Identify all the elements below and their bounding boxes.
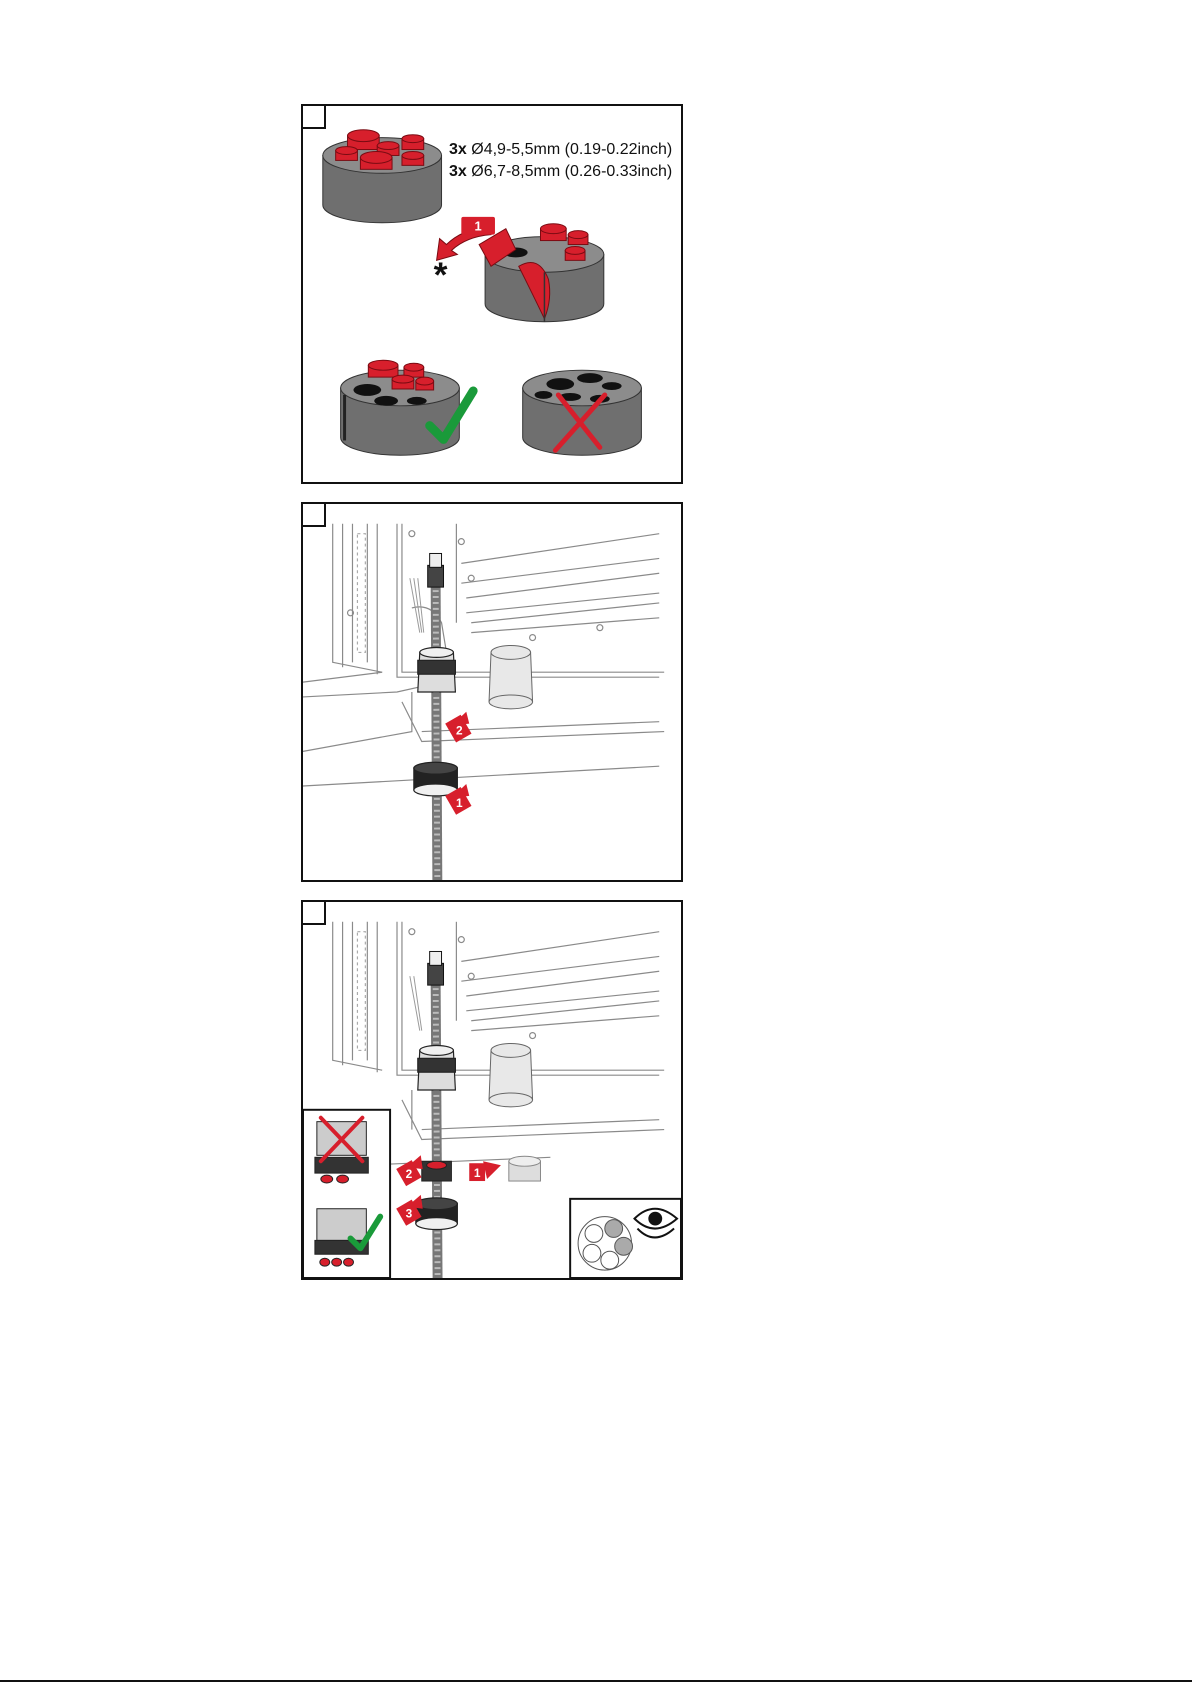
arrow-step-1: 1 [469,1161,501,1181]
spec-line-small: 3x Ø4,9-5,5mm (0.19-0.22inch) [449,140,672,160]
arrow-step-2: 2 [396,1155,423,1186]
svg-text:3: 3 [406,1207,413,1221]
step-panel-seal-insert: 3x Ø4,9-5,5mm (0.19-0.22inch) 3x Ø6,7-8,… [301,104,683,484]
page-bottom-rule [0,1680,1192,1682]
seal-cut-open [479,224,604,322]
cable-insert-illustration: 2 1 [303,504,681,880]
network-cable [428,553,444,880]
svg-text:1: 1 [456,796,463,810]
arrow-step-2: 2 [445,712,471,743]
seal-wrong [523,370,642,455]
step-panel-assemble-gland: 1 2 3 [301,900,683,1280]
step-number-box [302,503,326,527]
step-number-box [302,901,326,925]
svg-text:2: 2 [456,724,463,738]
svg-text:2: 2 [406,1167,413,1181]
step-panel-insert-cable: 2 1 [301,502,683,882]
spec-line-large: 3x Ø6,7-8,5mm (0.26-0.33inch) [449,162,672,182]
svg-text:1: 1 [475,219,482,234]
inset-correct-orientation [303,1110,390,1278]
gland-assembly-illustration: 1 2 3 [303,902,681,1278]
seal-with-plugs [323,130,442,223]
asterisk-mark: * [434,255,448,295]
svg-text:1: 1 [474,1166,481,1180]
inset-inspect-seal [570,1199,681,1278]
step-number-box [302,105,326,129]
